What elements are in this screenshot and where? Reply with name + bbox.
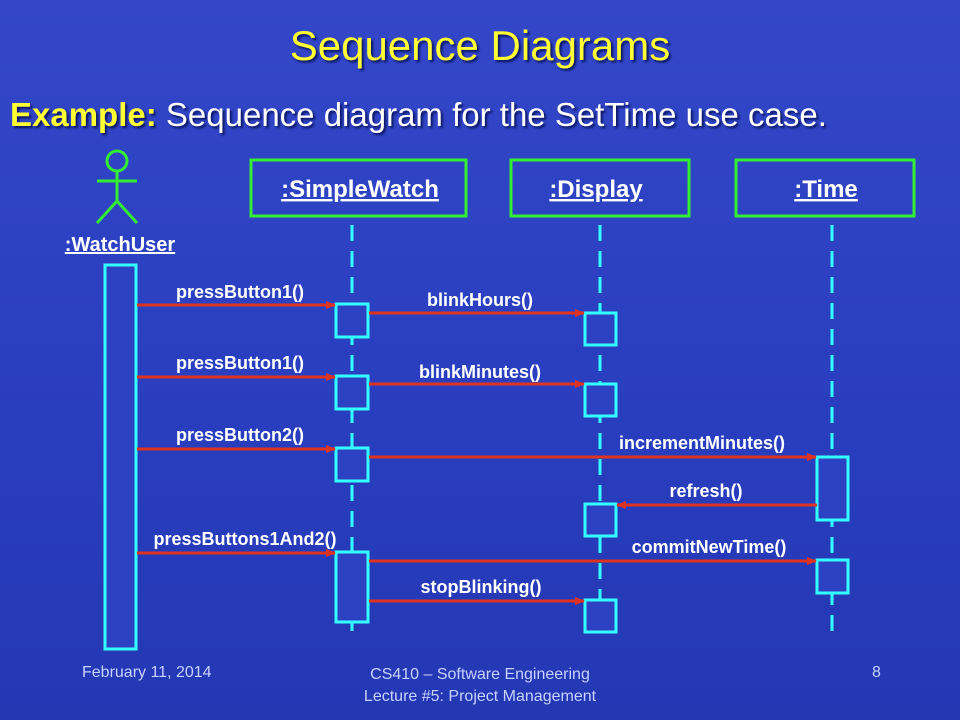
activation-simplewatch-2 xyxy=(334,374,370,411)
footer-page-number: 8 xyxy=(872,664,881,681)
object-box-time xyxy=(734,158,916,218)
message-label: incrementMinutes() xyxy=(619,433,785,453)
message-label: refresh() xyxy=(669,481,742,501)
object-label-simplewatch: :SimpleWatch xyxy=(281,176,439,203)
actor-label: :WatchUser xyxy=(65,234,176,256)
footer-date: February 11, 2014 xyxy=(82,664,212,681)
message-label: pressButton1() xyxy=(176,282,304,302)
slide-title: Sequence Diagrams xyxy=(289,22,671,69)
subtitle-keyword: Example: xyxy=(10,96,157,133)
activation-display-4 xyxy=(583,598,618,634)
actor-icon xyxy=(95,149,139,225)
subtitle-text: Sequence diagram for the SetTime use cas… xyxy=(165,96,827,133)
activation-simplewatch-3 xyxy=(334,446,370,483)
message-label: pressButtons1And2() xyxy=(153,529,336,549)
footer-course: CS410 – Software Engineering Lecture #5:… xyxy=(300,664,660,708)
activation-display-3 xyxy=(583,502,618,538)
activation-display-2 xyxy=(583,382,618,418)
activation-time-1 xyxy=(815,455,850,522)
activation-simplewatch-4 xyxy=(334,550,370,624)
object-label-time: :Time xyxy=(794,176,858,203)
message-label: blinkHours() xyxy=(427,290,533,310)
activation-watchuser xyxy=(103,263,138,651)
footer-lecture: Lecture #5: Project Management xyxy=(363,688,597,705)
footer-course-name: CS410 – Software Engineering xyxy=(370,666,590,683)
message-label: stopBlinking() xyxy=(421,577,542,597)
activation-simplewatch-1 xyxy=(334,302,370,339)
object-label-display: :Display xyxy=(549,176,643,203)
message-label: pressButton1() xyxy=(176,353,304,373)
message-label: blinkMinutes() xyxy=(419,362,541,382)
activation-display-1 xyxy=(583,311,618,347)
message-label: pressButton2() xyxy=(176,425,304,445)
slide-subtitle: Example: Sequence diagram for the SetTim… xyxy=(10,96,960,134)
message-label: commitNewTime() xyxy=(632,537,787,557)
object-box-simplewatch xyxy=(249,158,468,218)
activation-time-2 xyxy=(815,558,850,595)
object-box-display xyxy=(509,158,691,218)
